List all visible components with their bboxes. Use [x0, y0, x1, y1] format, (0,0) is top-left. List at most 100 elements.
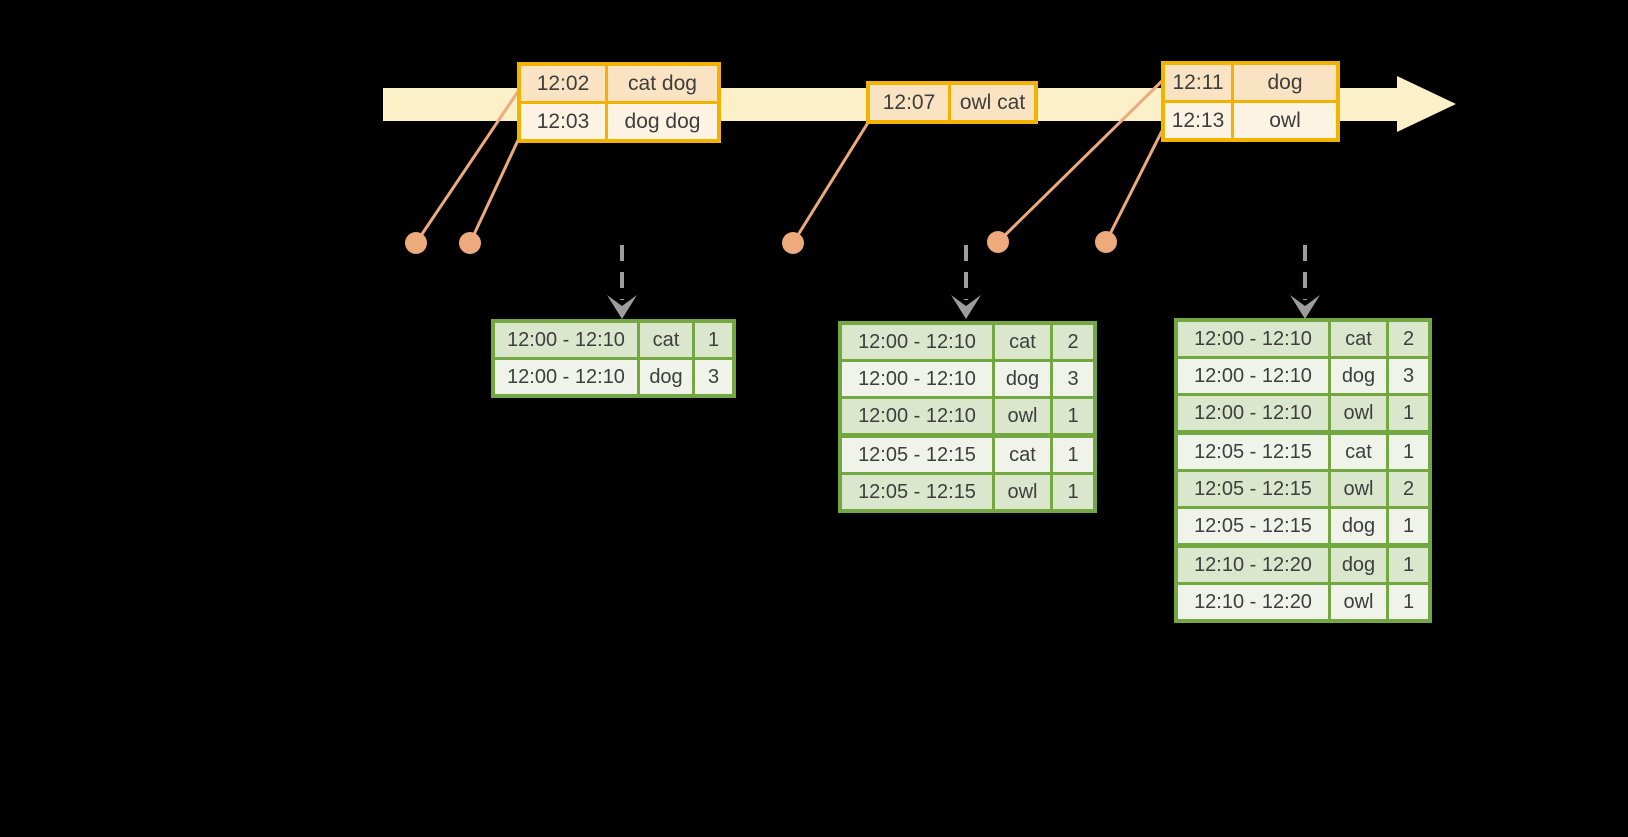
window-cell: 12:00 - 12:10 — [1178, 322, 1328, 356]
count-cell: 1 — [1053, 399, 1093, 433]
count-cell: 3 — [1053, 362, 1093, 396]
count-cell: 3 — [695, 360, 732, 394]
window-cell: 12:00 - 12:10 — [842, 399, 992, 433]
word-cell: cat — [640, 323, 692, 357]
window-cell: 12:00 - 12:10 — [1178, 359, 1328, 393]
word-cell: cat — [995, 325, 1050, 359]
count-cell: 2 — [1389, 322, 1428, 356]
word-cell: dog — [1331, 509, 1386, 543]
count-cell: 1 — [695, 323, 732, 357]
count-cell: 1 — [1389, 396, 1428, 430]
trigger-arrowhead-icon-1 — [607, 295, 637, 319]
event-words-cell: cat dog — [608, 66, 717, 101]
count-cell: 1 — [1389, 509, 1428, 543]
word-cell: owl — [1331, 585, 1386, 619]
timeline-arrowhead-icon — [1397, 76, 1456, 132]
event-dot-1207 — [782, 232, 804, 254]
window-cell: 12:00 - 12:10 — [1178, 396, 1328, 430]
word-cell: dog — [1331, 359, 1386, 393]
connector-line-1203 — [468, 135, 522, 244]
count-cell: 1 — [1389, 548, 1428, 582]
window-cell: 12:05 - 12:15 — [1178, 472, 1328, 506]
event-dot-1203 — [459, 232, 481, 254]
count-cell: 1 — [1053, 438, 1093, 472]
event-dots — [405, 231, 1117, 254]
word-cell: cat — [995, 438, 1050, 472]
word-cell: cat — [1331, 435, 1386, 469]
word-cell: owl — [995, 399, 1050, 433]
event-words-cell: dog — [1234, 65, 1336, 100]
window-cell: 12:10 - 12:20 — [1178, 585, 1328, 619]
word-cell: dog — [1331, 548, 1386, 582]
trigger-arrowhead-icon-3 — [1290, 295, 1320, 319]
connector-line-1202 — [414, 89, 521, 244]
trigger-arrows — [620, 245, 1307, 300]
count-cell: 2 — [1053, 325, 1093, 359]
word-cell: owl — [1331, 472, 1386, 506]
connector-line-1207 — [791, 120, 871, 244]
event-time-cell: 12:11 — [1165, 65, 1231, 100]
window-cell: 12:10 - 12:20 — [1178, 548, 1328, 582]
window-cell: 12:00 - 12:10 — [495, 323, 637, 357]
count-cell: 3 — [1389, 359, 1428, 393]
window-cell: 12:00 - 12:10 — [842, 325, 992, 359]
event-time-cell: 12:13 — [1165, 103, 1231, 138]
event-time-cell: 12:02 — [521, 66, 605, 101]
count-cell: 2 — [1389, 472, 1428, 506]
trigger-arrowhead-icon-2 — [951, 295, 981, 319]
connector-line-1213 — [1104, 126, 1166, 243]
event-words-cell: dog dog — [608, 104, 717, 139]
connector-line-1211 — [996, 78, 1165, 244]
window-cell: 12:05 - 12:15 — [842, 438, 992, 472]
word-cell: dog — [640, 360, 692, 394]
event-words-cell: owl — [1234, 103, 1336, 138]
event-dot-1213 — [1095, 231, 1117, 253]
event-words-cell: owl cat — [951, 85, 1034, 120]
window-cell: 12:05 - 12:15 — [1178, 435, 1328, 469]
word-cell: cat — [1331, 322, 1386, 356]
window-cell: 12:00 - 12:10 — [495, 360, 637, 394]
event-dot-1202 — [405, 232, 427, 254]
window-cell: 12:05 - 12:15 — [842, 475, 992, 509]
event-time-cell: 12:03 — [521, 104, 605, 139]
count-cell: 1 — [1389, 435, 1428, 469]
window-cell: 12:05 - 12:15 — [1178, 509, 1328, 543]
count-cell: 1 — [1389, 585, 1428, 619]
word-cell: dog — [995, 362, 1050, 396]
count-cell: 1 — [1053, 475, 1093, 509]
event-time-cell: 12:07 — [870, 85, 948, 120]
word-cell: owl — [1331, 396, 1386, 430]
